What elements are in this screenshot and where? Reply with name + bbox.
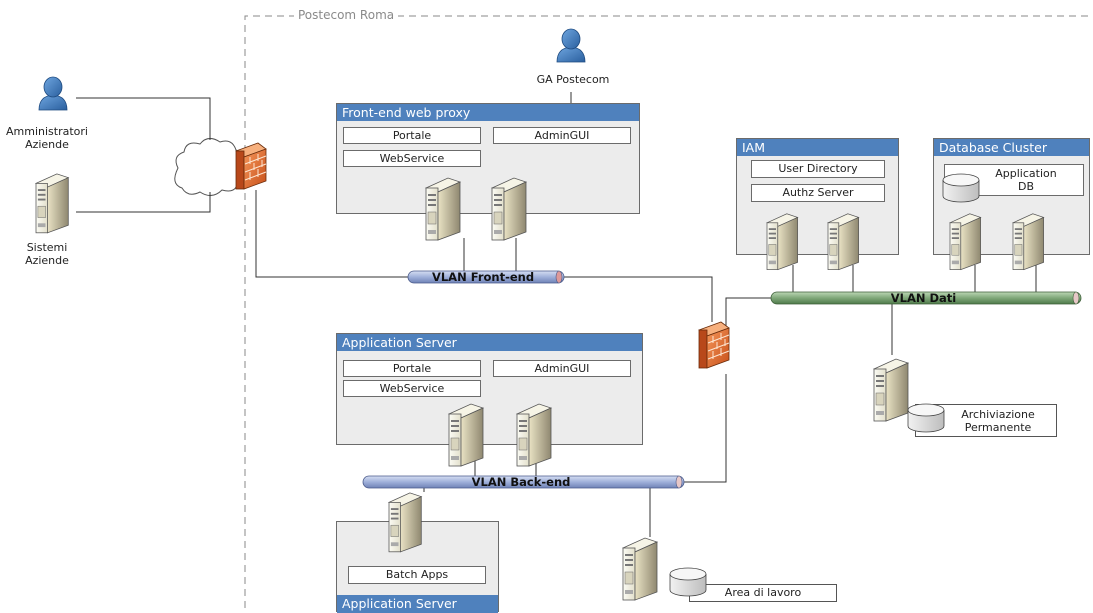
archiviazione-label: Archiviazione Permanente [915, 404, 1057, 437]
region-label: Postecom Roma [294, 8, 399, 22]
vlan-frontend-pipe [407, 270, 565, 284]
vlan-frontend-label: VLAN Front-end [431, 270, 535, 284]
frontend-admingui: AdminGUI [493, 127, 631, 144]
app-portale: Portale [343, 360, 481, 377]
firewall-icon-perimeter [235, 142, 267, 190]
iam-title: IAM [737, 139, 898, 156]
server-icon-frontend-2 [491, 177, 527, 241]
vlan-backend-label: VLAN Back-end [471, 475, 571, 489]
app-server-title: Application Server [337, 334, 642, 351]
user-icon-amministratori [38, 76, 68, 111]
ga-postecom-label: GA Postecom [536, 73, 610, 86]
server-icon-iam-1 [766, 213, 799, 271]
app-server-box: Application Server Portale AdminGUI WebS… [336, 333, 643, 445]
server-icon-archiviazione [873, 358, 909, 422]
amministratori-label: Amministratori Aziende [6, 125, 88, 151]
app-admingui: AdminGUI [493, 360, 631, 377]
iam-box: IAM User Directory Authz Server [736, 138, 899, 255]
user-icon-ga-postecom [556, 28, 586, 63]
frontend-webservice: WebService [343, 150, 481, 167]
app-webservice: WebService [343, 380, 481, 397]
server-icon-app-1 [448, 403, 484, 467]
vlan-backend-pipe [362, 475, 685, 489]
batch-server-title: Application Server [337, 595, 498, 613]
firewall-icon-internal [698, 321, 730, 369]
region-boundary [244, 15, 1088, 612]
area-lavoro-label: Area di lavoro [689, 584, 837, 602]
disk-icon-application-db [942, 173, 980, 203]
batch-apps: Batch Apps [348, 566, 486, 584]
frontend-proxy-box: Front-end web proxy Portale AdminGUI Web… [336, 103, 640, 214]
vlan-dati-pipe [770, 291, 1082, 305]
server-icon-sistemi-aziende [35, 173, 69, 234]
vlan-dati-label: VLAN Dati [890, 291, 957, 305]
server-icon-db-2 [1012, 213, 1045, 271]
frontend-proxy-title: Front-end web proxy [337, 104, 639, 121]
server-icon-db-1 [949, 213, 982, 271]
iam-user-directory: User Directory [751, 160, 885, 178]
server-icon-iam-2 [827, 213, 860, 271]
frontend-portale: Portale [343, 127, 481, 144]
server-icon-batch [388, 492, 422, 553]
server-icon-area-lavoro [622, 537, 658, 601]
server-icon-app-2 [516, 403, 552, 467]
db-cluster-title: Database Cluster [934, 139, 1089, 156]
server-icon-frontend-1 [425, 177, 461, 241]
iam-authz-server: Authz Server [751, 184, 885, 202]
sistemi-aziende-label: Sistemi Aziende [25, 241, 69, 267]
